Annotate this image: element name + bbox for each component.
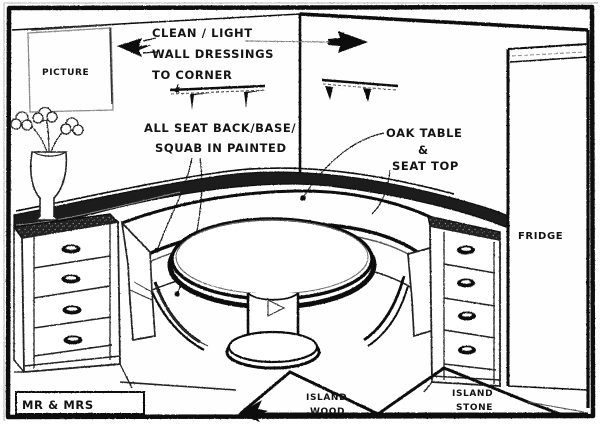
wall-note-line3: TO CORNER: [152, 68, 232, 82]
island-stone-label: ISLAND STONE: [452, 389, 493, 413]
left-cabinet-drawer-handles: [61, 244, 83, 345]
round-oak-table: [167, 217, 377, 370]
wall-note-line2: WALL DRESSINGS: [152, 47, 274, 61]
title-block-text: MR & MRS: [22, 398, 94, 412]
table-note-leaders: [300, 132, 391, 215]
flower-blooms: [10, 106, 84, 136]
fridge-label: FRIDGE: [518, 231, 563, 242]
oak-table-note: OAK TABLE & SEAT TOP: [386, 126, 462, 173]
flower-vase: [29, 151, 68, 221]
table-note-line1: OAK TABLE: [386, 126, 462, 140]
wall-dressings-note: CLEAN / LIGHT WALL DRESSINGS TO CORNER: [152, 26, 274, 82]
seat-note-line2: SQUAB IN PAINTED: [155, 141, 287, 155]
island-stone-callout: [377, 366, 588, 416]
island-stone-line2: STONE: [456, 403, 493, 413]
drawing-border: [3, 2, 598, 421]
table-note-line3: SEAT TOP: [392, 159, 459, 173]
island-wood-line1: ISLAND: [306, 393, 347, 403]
picture-frame: [27, 24, 114, 113]
island-stone-line1: ISLAND: [452, 389, 493, 399]
fridge-unit: [506, 43, 589, 391]
floor-lines: [14, 363, 433, 393]
wall-note-line1: CLEAN / LIGHT: [152, 26, 253, 40]
wall-shelf-left: [169, 84, 267, 110]
table-note-line2: &: [418, 143, 429, 157]
picture-label: PICTURE: [42, 68, 89, 78]
island-wood-label: ISLAND WOOD: [306, 393, 347, 417]
seat-note-line1: ALL SEAT BACK/BASE/: [144, 121, 296, 135]
right-cabinet: [427, 215, 501, 387]
arrow-right-to-corner: [244, 31, 368, 53]
wall-shelf-right: [321, 78, 399, 102]
right-cabinet-drawer-handles: [457, 245, 476, 355]
title-block: [15, 391, 145, 415]
island-wood-callout: [238, 370, 430, 422]
seat-squab-note: ALL SEAT BACK/BASE/ SQUAB IN PAINTED: [144, 121, 296, 155]
island-wood-line2: WOOD: [310, 407, 345, 417]
room-walls: [11, 12, 590, 408]
worktop-counter: [13, 167, 509, 229]
arrow-left-to-picture: [117, 37, 158, 57]
left-cabinet: [12, 213, 121, 373]
